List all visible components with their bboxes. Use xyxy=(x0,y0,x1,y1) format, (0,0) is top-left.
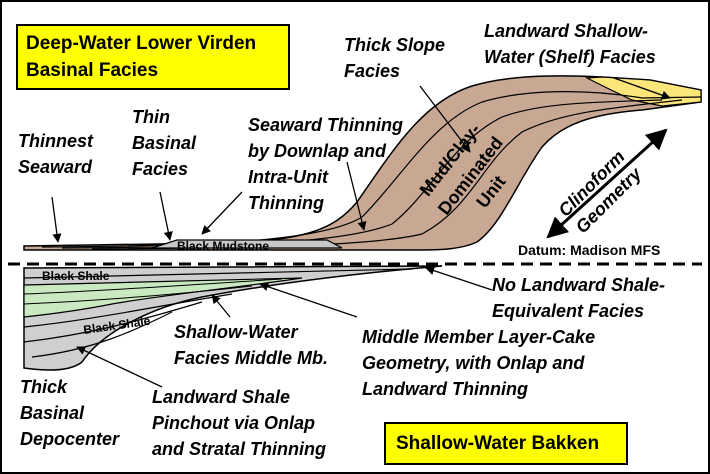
bakken-layer xyxy=(23,278,283,295)
clinoform-body xyxy=(23,75,702,251)
clinoform-arrow xyxy=(546,128,668,239)
bakken-layer xyxy=(23,301,203,343)
leader-line xyxy=(259,282,358,318)
leader-line xyxy=(51,196,62,243)
bakken-layer xyxy=(23,285,253,305)
leader-line xyxy=(419,85,471,153)
leader-line xyxy=(76,346,163,388)
leader-line xyxy=(201,191,243,235)
leader-line xyxy=(346,161,367,231)
bakken-layer xyxy=(31,311,173,358)
thick-slope-label: Thick Slope Facies xyxy=(344,35,446,81)
no-landward-shale-label: No Landward Shale- Equivalent Facies xyxy=(492,275,666,321)
shallow-water-middle-label: Shallow-Water Facies Middle Mb. xyxy=(174,322,329,368)
leader-line xyxy=(159,191,173,241)
deep-water-title-box: Deep-Water Lower Virden Basinal Facies xyxy=(16,24,290,90)
black-mudstone-label: Black Mudstone xyxy=(177,239,269,253)
leader-line xyxy=(425,266,493,291)
landward-pinchout-label: Landward Shale Pinchout via Onlap and St… xyxy=(152,387,326,459)
leader-line xyxy=(211,294,231,318)
bakken-layer xyxy=(23,293,233,328)
thick-depocenter-label: Thick Basinal Depocenter xyxy=(20,377,120,449)
thinnest-seaward-label: Thinnest Seaward xyxy=(18,131,93,177)
middle-member-label: Middle Member Layer-Cake Geometry, with … xyxy=(362,327,596,399)
black-mudstone-wedge xyxy=(151,239,343,249)
seaward-thinning-label: Seaward Thinning by Downlap and Intra-Un… xyxy=(248,115,404,213)
bakken-layer xyxy=(23,268,413,279)
thin-basinal-label: Thin Basinal Facies xyxy=(132,107,197,179)
black-shale-top-label: Black Shale xyxy=(42,269,110,283)
landward-shelf-label: Landward Shallow- Water (Shelf) Facies xyxy=(484,21,656,67)
leader-line xyxy=(613,77,671,100)
datum-label: Datum: Madison MFS xyxy=(518,242,661,258)
shelf-facies xyxy=(584,76,702,107)
shallow-bakken-title-box: Shallow-Water Bakken xyxy=(384,422,628,465)
